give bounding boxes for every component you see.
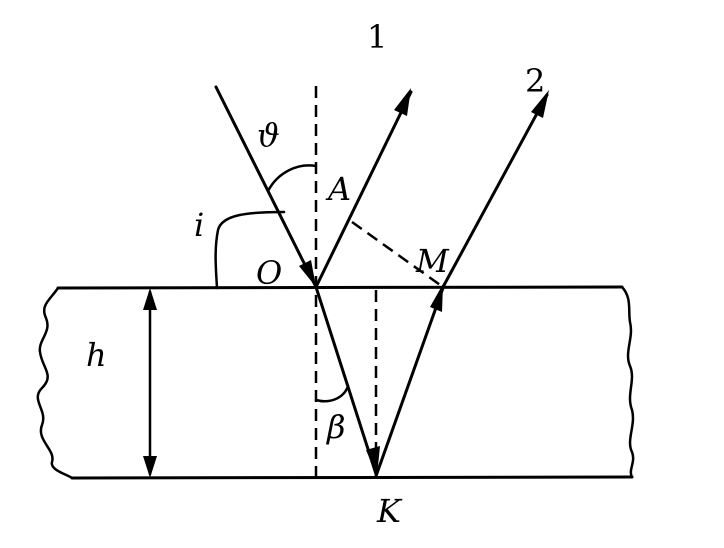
label-A: A bbox=[325, 170, 351, 208]
label-O: O bbox=[256, 254, 282, 292]
film-bottom-surface bbox=[70, 475, 634, 480]
film-right-edge bbox=[620, 285, 635, 479]
emerging-ray-2-arrowhead bbox=[531, 90, 549, 118]
incident-ray-arrowhead bbox=[299, 260, 316, 287]
film-left-edge bbox=[36, 286, 74, 480]
label-beta: β bbox=[326, 408, 346, 446]
reflected-ray-1 bbox=[314, 90, 413, 289]
refracted-ray-arrowhead bbox=[366, 446, 380, 476]
emerging-ray-2 bbox=[441, 93, 549, 289]
label-M: M bbox=[415, 242, 450, 280]
angle-arc-beta bbox=[314, 384, 350, 403]
label-ray-2: 2 bbox=[525, 62, 545, 100]
angle-arc-theta bbox=[266, 164, 318, 193]
thickness-arrow-bottom bbox=[143, 456, 157, 478]
label-K: K bbox=[376, 492, 403, 530]
label-i: i bbox=[194, 206, 204, 244]
refracted-ray-OK bbox=[314, 285, 378, 476]
label-h: h bbox=[86, 336, 107, 374]
angle-arc-i bbox=[214, 210, 286, 290]
incident-ray bbox=[214, 85, 318, 289]
film-top-surface bbox=[56, 285, 624, 290]
label-ray-1: 1 bbox=[367, 18, 387, 56]
ray-KM-arrowhead bbox=[430, 284, 443, 312]
label-theta: ϑ bbox=[257, 116, 280, 154]
reflected-ray-1-arrowhead bbox=[394, 88, 411, 116]
thickness-arrow-top bbox=[143, 288, 157, 310]
reflected-ray-KM bbox=[374, 286, 445, 478]
